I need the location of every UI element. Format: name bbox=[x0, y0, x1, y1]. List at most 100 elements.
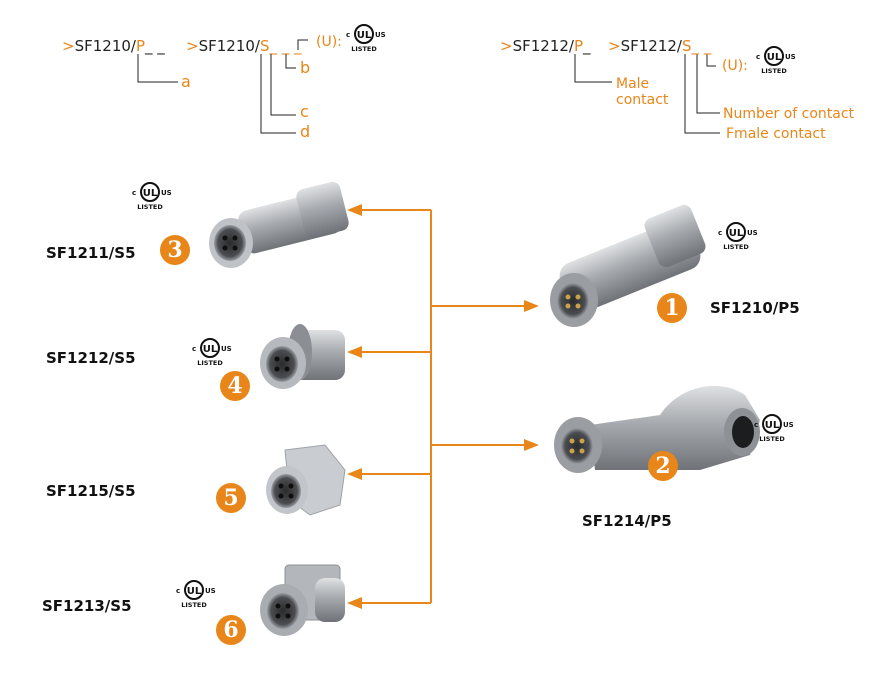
prefix: > bbox=[186, 37, 199, 55]
arrowhead-1 bbox=[524, 300, 539, 312]
ul-listed: LISTED bbox=[181, 601, 207, 609]
ul-us: US bbox=[783, 421, 794, 429]
arrowhead-3 bbox=[347, 204, 362, 216]
label-d: d bbox=[300, 122, 311, 141]
label-female-contact: Fmale contact bbox=[726, 126, 826, 142]
arrowhead-6 bbox=[347, 597, 362, 609]
arrowhead-4 bbox=[347, 346, 362, 358]
leader-u bbox=[297, 39, 308, 50]
ul-c: c bbox=[176, 587, 180, 595]
ul-ul: UL bbox=[203, 344, 218, 355]
prefix: > bbox=[500, 37, 513, 55]
badge-number: 3 bbox=[160, 235, 190, 265]
leader-number bbox=[696, 54, 720, 114]
naming-leader-lines-left bbox=[137, 39, 720, 134]
code-base: SF1210/ bbox=[198, 37, 260, 55]
label-a: a bbox=[181, 72, 191, 91]
product-image-sf1211-s5 bbox=[209, 181, 349, 268]
arrowhead-2 bbox=[524, 439, 539, 451]
ul-c: c bbox=[192, 345, 196, 353]
ul-us: US bbox=[205, 587, 216, 595]
code-letter: P bbox=[135, 37, 146, 55]
ul-c: c bbox=[718, 229, 722, 237]
product-image-sf1212-s5 bbox=[260, 324, 345, 389]
leader-u-right bbox=[706, 54, 716, 67]
badge-number: 2 bbox=[648, 451, 678, 481]
ul-us: US bbox=[161, 189, 172, 197]
ul-us: US bbox=[375, 31, 386, 39]
code-base: SF1212/ bbox=[620, 37, 682, 55]
badge-number: 4 bbox=[220, 371, 250, 401]
prefix: > bbox=[62, 37, 75, 55]
ul-c: c bbox=[132, 189, 136, 197]
leader-c bbox=[270, 54, 296, 116]
leader-female bbox=[684, 54, 720, 134]
code-suffix: _ bbox=[583, 37, 591, 55]
ul-suffix-right: (U): bbox=[722, 58, 748, 74]
ul-listed: LISTED bbox=[137, 203, 163, 211]
code-base: SF1212/ bbox=[512, 37, 574, 55]
ul-ul: UL bbox=[729, 228, 744, 239]
badge-number: 1 bbox=[657, 293, 687, 323]
arrowhead-5 bbox=[347, 468, 362, 480]
ul-listed: LISTED bbox=[759, 435, 785, 443]
badge-number: 6 bbox=[216, 615, 246, 645]
leader-b bbox=[285, 54, 296, 69]
ul-ul: UL bbox=[187, 586, 202, 597]
ul-us: US bbox=[785, 53, 796, 61]
product-name: SF1213/S5 bbox=[42, 597, 132, 615]
ul-listed: LISTED bbox=[351, 45, 377, 53]
label-line: Male bbox=[616, 76, 650, 92]
leader-a bbox=[137, 54, 178, 83]
product-name: SF1210/P5 bbox=[710, 299, 800, 317]
ul-ul: UL bbox=[765, 420, 780, 431]
label-line: contact bbox=[616, 92, 669, 108]
ul-listed: LISTED bbox=[761, 67, 787, 75]
ul-c: c bbox=[756, 53, 760, 61]
code-sf1210-p: >SF1210/P_ _ bbox=[62, 37, 165, 55]
badge-number: 5 bbox=[216, 483, 246, 513]
ul-us: US bbox=[747, 229, 758, 237]
ul-c: c bbox=[346, 31, 350, 39]
product-name: SF1211/S5 bbox=[46, 244, 136, 262]
label-b: b bbox=[300, 58, 311, 77]
leader-d bbox=[260, 54, 296, 134]
ul-ul: UL bbox=[357, 30, 372, 41]
prefix: > bbox=[608, 37, 621, 55]
ul-listed: LISTED bbox=[723, 243, 749, 251]
code-suffix: _ _ bbox=[145, 37, 165, 55]
product-name: SF1215/S5 bbox=[46, 482, 136, 500]
product-image-sf1210-p5 bbox=[550, 204, 706, 327]
ul-ul: UL bbox=[767, 52, 782, 63]
code-sf1212-p: >SF1212/P_ bbox=[500, 37, 591, 55]
label-number-of-contact: Number of contact bbox=[723, 106, 855, 122]
ul-c: c bbox=[754, 421, 758, 429]
code-letter: P bbox=[573, 37, 584, 55]
code-base: SF1210/ bbox=[74, 37, 136, 55]
label-c: c bbox=[300, 102, 309, 121]
product-image-sf1215-s5 bbox=[266, 444, 346, 516]
code-letter: S bbox=[259, 37, 270, 55]
leader-male bbox=[574, 54, 612, 83]
ul-us: US bbox=[221, 345, 232, 353]
product-image-sf1214-p5 bbox=[554, 385, 760, 473]
ul-listed: LISTED bbox=[197, 359, 223, 367]
product-name: SF1214/P5 bbox=[582, 512, 672, 530]
code-letter: S bbox=[681, 37, 692, 55]
ul-suffix-left: (U): bbox=[316, 34, 342, 50]
ul-ul: UL bbox=[143, 188, 158, 199]
product-name: SF1212/S5 bbox=[46, 349, 136, 367]
product-image-sf1213-s5 bbox=[260, 564, 345, 636]
code-suffix: _ _ bbox=[691, 37, 712, 55]
code-sf1212-s: >SF1212/S_ _ bbox=[608, 37, 711, 55]
